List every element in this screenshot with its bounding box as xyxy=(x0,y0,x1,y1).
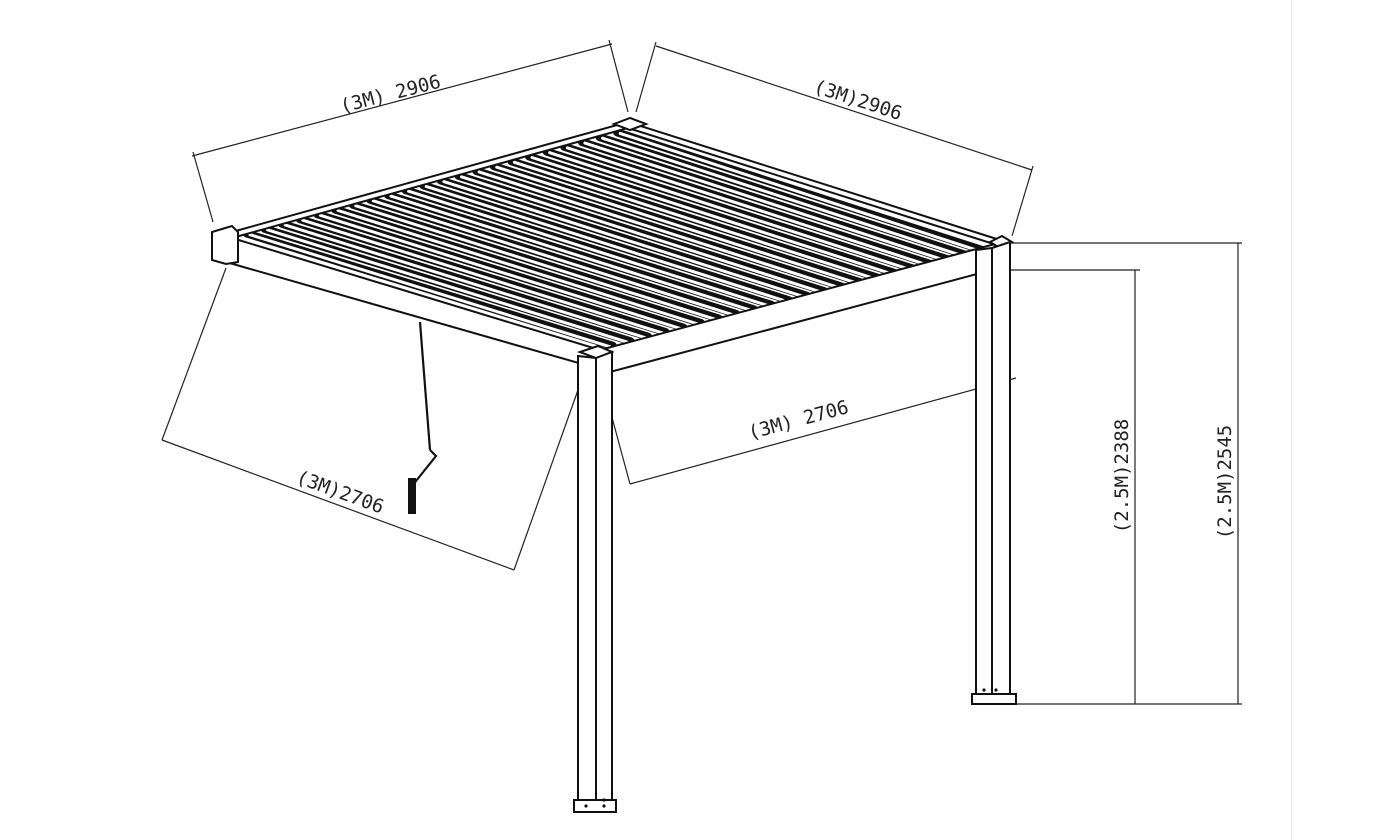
roof-slat-highlight xyxy=(512,160,876,281)
roof-slat-highlight xyxy=(565,146,929,267)
dimension-label-inner-height: (2.5M)2388 xyxy=(1111,419,1133,533)
front-post xyxy=(573,350,617,813)
roof-slat-highlight xyxy=(371,199,735,317)
dimension-label-bottom-right: (3M) 2706 xyxy=(746,396,851,444)
dimension-label-bottom-left: (3M)2706 xyxy=(293,466,387,518)
roof-slat-highlight xyxy=(618,131,982,253)
roof-slat-highlight xyxy=(407,189,771,308)
roof-slat-highlight xyxy=(442,180,806,299)
roof-slat-highlight xyxy=(265,228,629,344)
dimension-overall-height: (2.5M)2545 xyxy=(1008,242,1242,705)
roof-slat-highlight xyxy=(389,194,753,312)
dimension-label-overall-height: (2.5M)2545 xyxy=(1214,425,1236,539)
right-post xyxy=(971,240,1017,705)
roof-slat-highlight xyxy=(548,151,912,271)
roof-slat-highlight xyxy=(354,204,718,321)
roof-slat-highlight xyxy=(601,136,965,258)
roof-slat-highlight xyxy=(583,141,947,262)
roof-frame xyxy=(211,116,1015,374)
dimension-label-top-left: (3M) 2906 xyxy=(338,71,443,118)
roof-slat-highlight xyxy=(283,223,647,340)
roof-slats xyxy=(242,128,988,350)
roof-slat-highlight xyxy=(477,170,841,290)
roof-slat-highlight xyxy=(424,184,788,303)
roof-slat-highlight xyxy=(459,175,823,294)
roof-slat-highlight xyxy=(318,213,682,331)
roof-slat-highlight xyxy=(248,233,612,349)
dimension-bottom-right-clearance: (3M) 2706 xyxy=(609,377,1017,485)
dimension-inner-height: (2.5M)2388 xyxy=(990,269,1140,704)
roof-slat-highlight xyxy=(530,156,894,276)
roof-slat-highlight xyxy=(301,218,665,335)
roof-slat-highlight xyxy=(336,209,700,326)
crank-handle xyxy=(408,321,438,514)
right-edge-divider xyxy=(1291,0,1292,840)
dimension-label-top-right: (3M)2906 xyxy=(811,76,905,125)
roof-slat-highlight xyxy=(495,165,859,285)
